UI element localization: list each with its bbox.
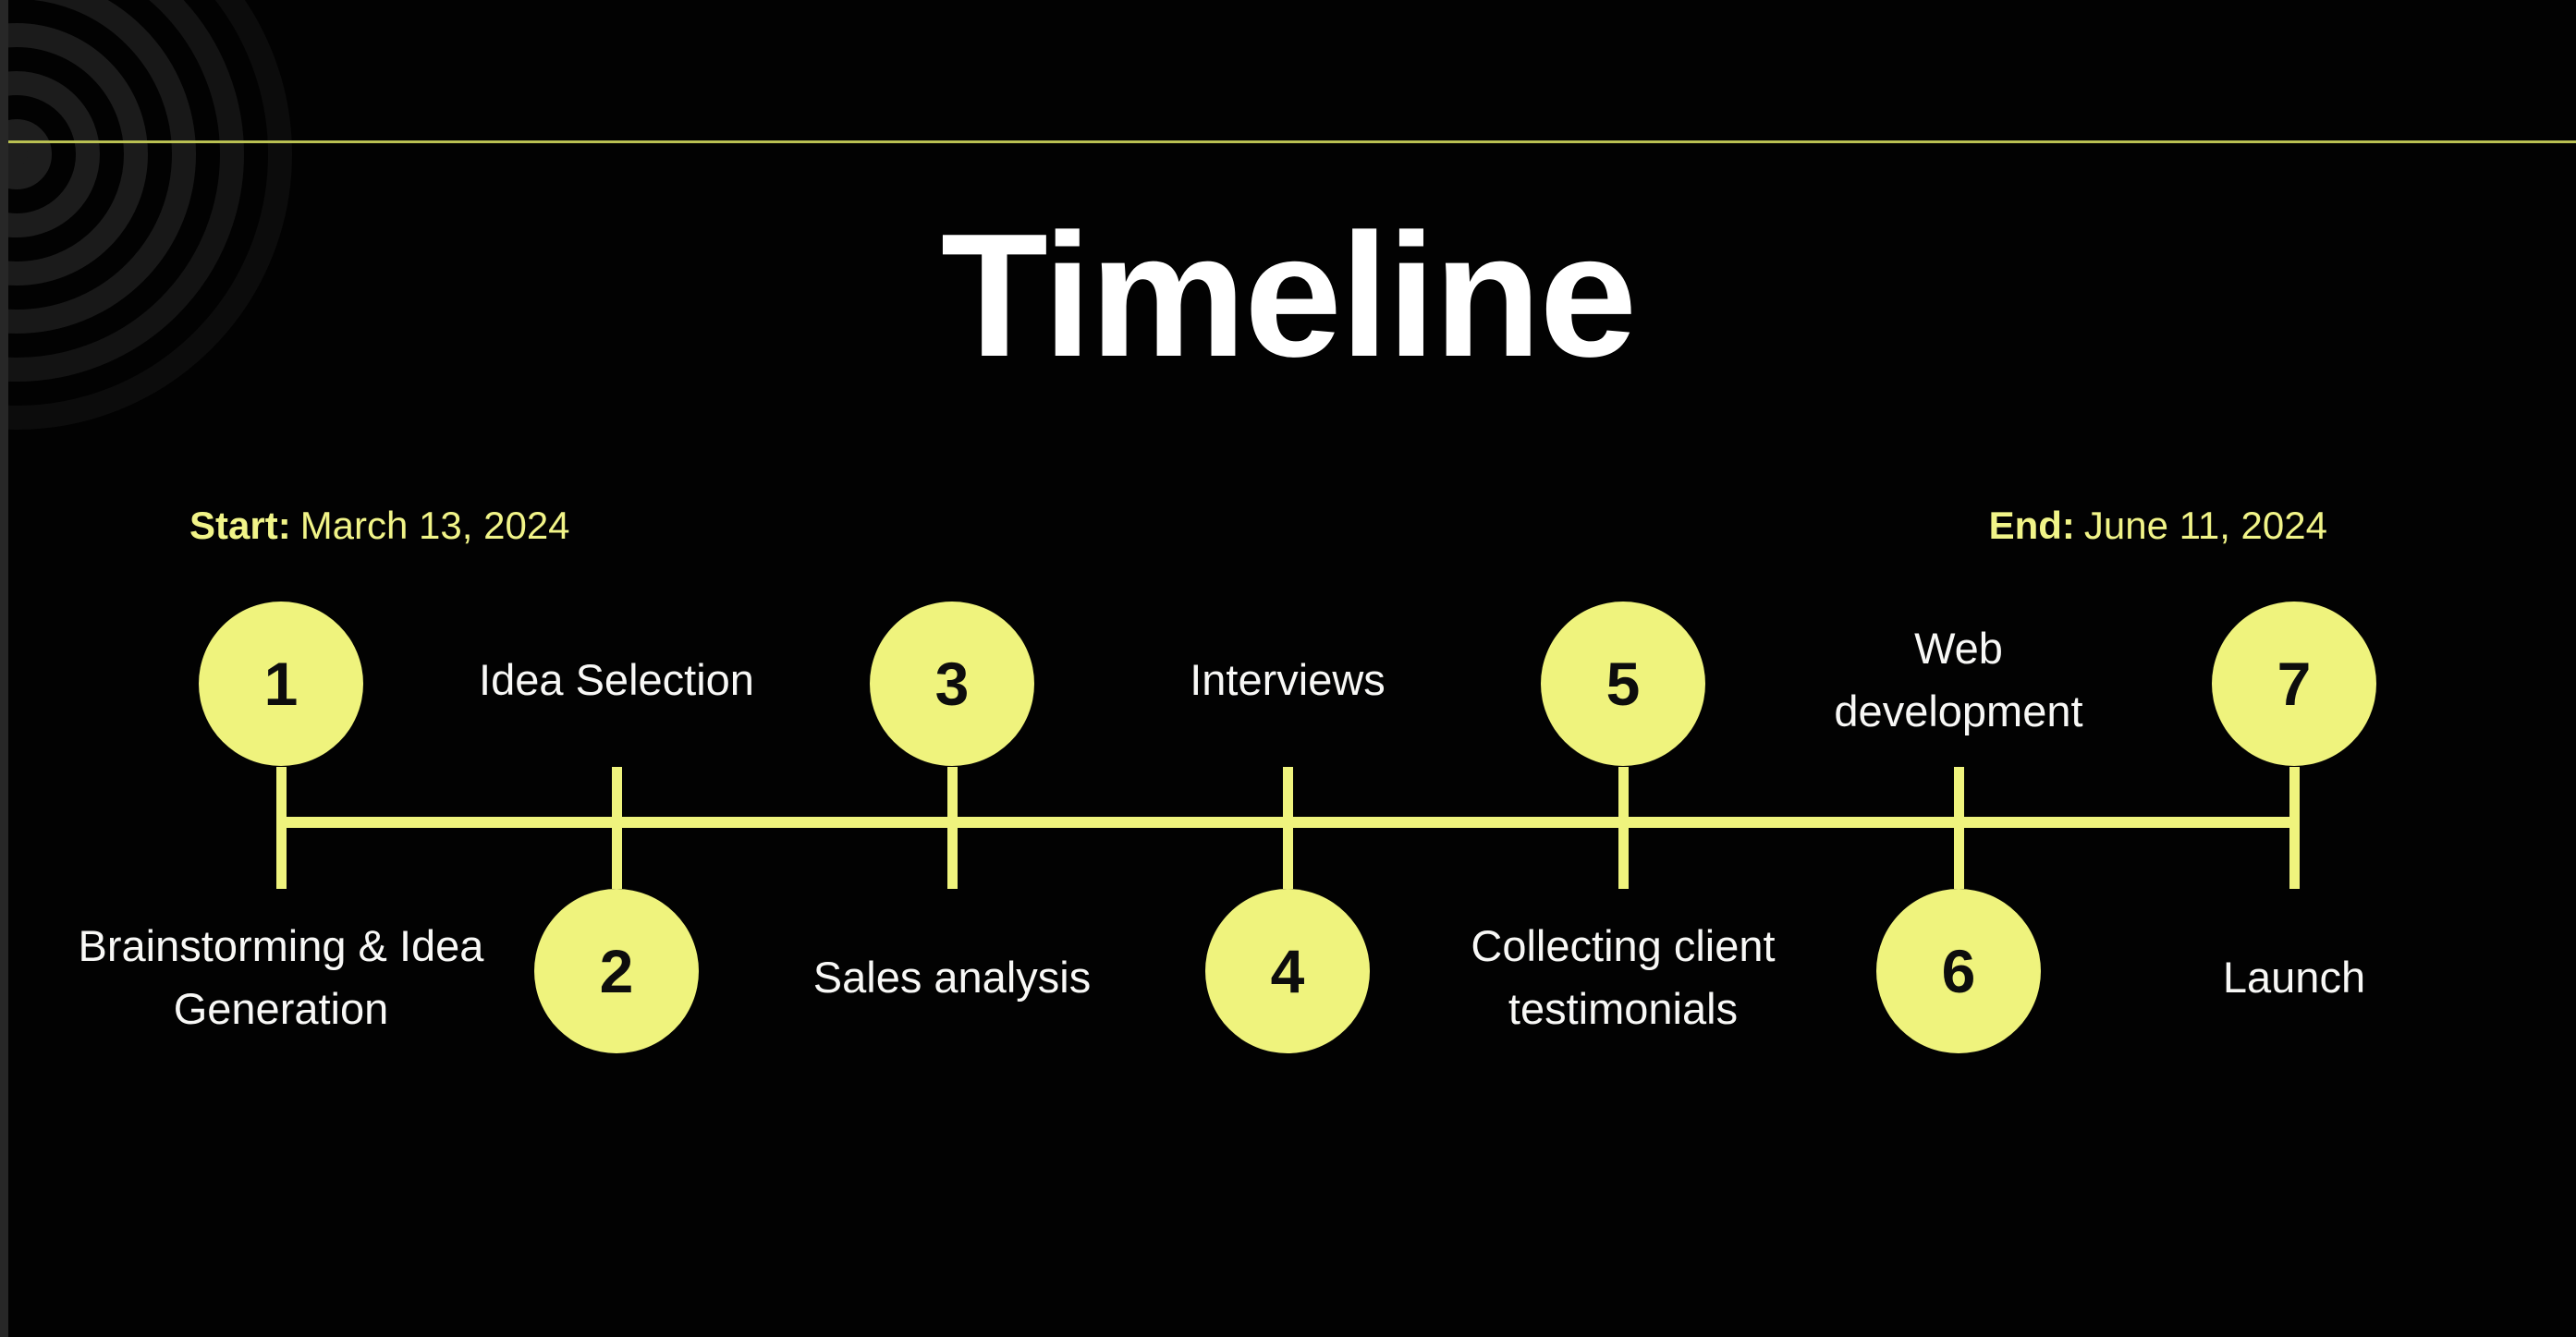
milestone-number: 1 [263,650,299,718]
milestone-circle-1: 1 [199,602,363,766]
end-date-label: End: [1988,504,2075,547]
timeline-tick-4 [1283,767,1293,889]
milestone-label-4: Interviews [1190,655,1386,704]
timeline-tick-3 [947,767,958,889]
timeline-tick-6 [1954,767,1964,889]
milestone-number: 4 [1270,937,1305,1005]
accent-divider-line [0,140,2576,143]
start-date-value: March 13, 2024 [299,504,570,547]
left-edge-strip [0,0,8,1337]
milestone-circle-5: 5 [1541,602,1705,766]
start-date-label: Start: [189,504,291,547]
timeline-tick-2 [612,767,622,889]
end-date-value: June 11, 2024 [2083,504,2327,547]
milestone-number: 5 [1605,650,1641,718]
milestone-label-7: Launch [2222,953,2366,1002]
milestone-number: 3 [934,650,970,718]
milestone-label-2: Idea Selection [479,655,754,704]
milestone-label-6: Web development [1834,624,2083,735]
milestone-number: 2 [599,937,634,1005]
concentric-rings-icon [0,0,292,430]
milestone-label-1: Brainstorming & Idea Generation [78,921,484,1033]
milestone-circle-3: 3 [870,602,1034,766]
end-date: End:June 11, 2024 [1989,503,2327,549]
milestone-circle-6: 6 [1876,889,2041,1053]
milestone-circle-7: 7 [2212,602,2376,766]
milestone-label-5: Collecting client testimonials [1471,921,1776,1033]
milestone-label-3: Sales analysis [812,953,1092,1002]
milestone-number: 7 [2277,650,2312,718]
milestone-circle-4: 4 [1205,889,1370,1053]
timeline-tick-7 [2289,767,2300,889]
milestone-circle-2: 2 [534,889,699,1053]
start-date: Start:March 13, 2024 [189,503,570,549]
timeline-tick-1 [276,767,287,889]
timeline-tick-5 [1618,767,1629,889]
milestone-number: 6 [1941,937,1976,1005]
page-title: Timeline [940,198,1637,394]
